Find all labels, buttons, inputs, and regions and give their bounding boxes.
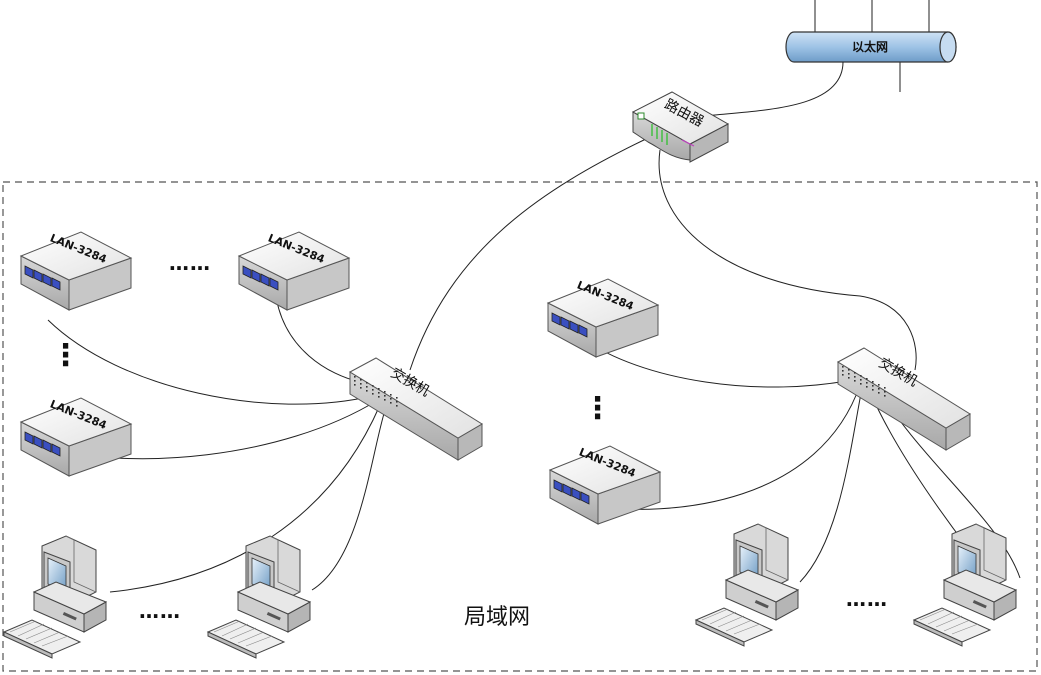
lan-device-right-bottom: LAN-3284 — [549, 445, 661, 525]
cables — [47, 61, 1021, 593]
lan-area-label: 局域网 — [464, 605, 530, 630]
ellipsis-horizontal: …… — [169, 251, 211, 275]
switch-right: 交换机 — [837, 347, 971, 451]
ellipsis-horizontal: …… — [846, 587, 888, 611]
ellipsis-horizontal: …… — [139, 599, 181, 623]
lan-device-left-top-1: LAN-3284 — [20, 231, 132, 311]
ethernet-bus: 以太网 — [785, 0, 957, 92]
switch-left: 交换机 — [349, 357, 483, 461]
ethernet-label: 以太网 — [852, 39, 888, 54]
lan-device-left-top-2: LAN-3284 — [238, 231, 350, 311]
ellipsis-vertical: ⋮ — [583, 391, 614, 426]
computer-right-2 — [913, 523, 1017, 647]
lan-device-right-top: LAN-3284 — [547, 278, 659, 358]
ellipsis-vertical: ⋮ — [51, 338, 82, 373]
computer-left-2 — [207, 535, 311, 659]
lan-device-left-mid: LAN-3284 — [20, 397, 132, 477]
computer-right-1 — [695, 523, 799, 647]
router: 路由器 — [631, 91, 730, 163]
lan-boundary — [2, 181, 1038, 672]
computer-left-1 — [3, 535, 107, 659]
